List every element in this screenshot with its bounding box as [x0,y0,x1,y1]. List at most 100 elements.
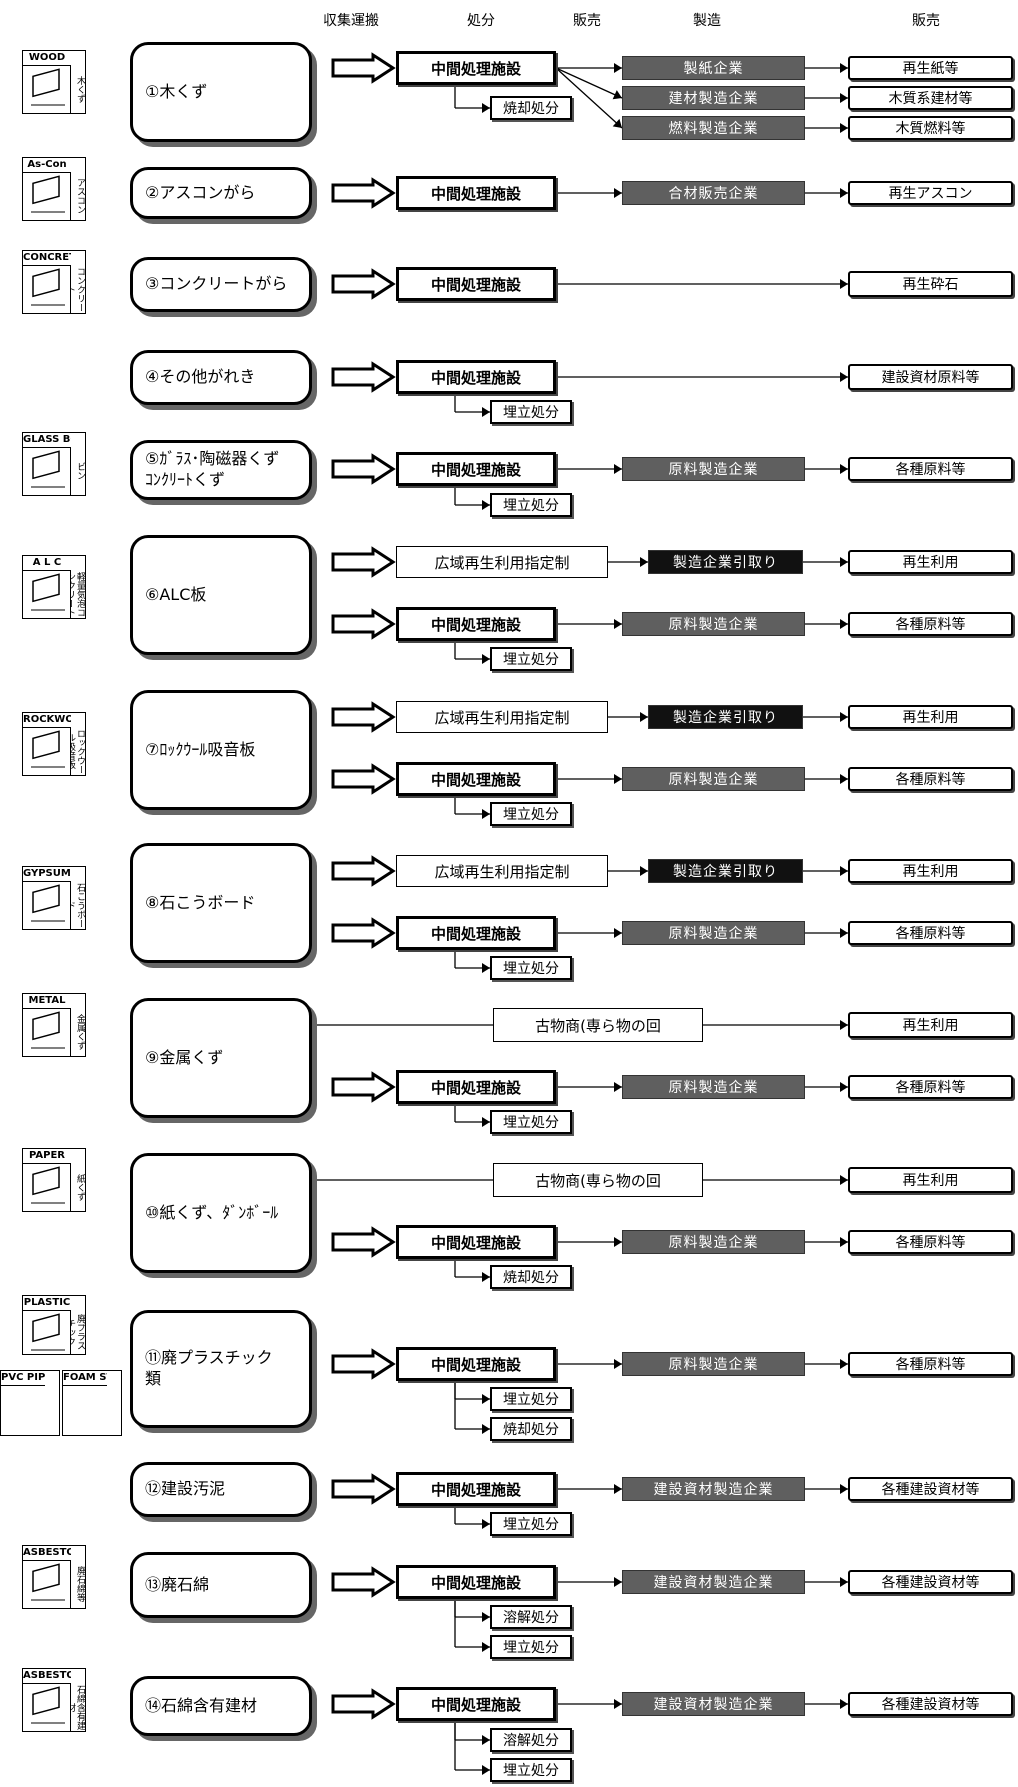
product-box: 再生アスコン [848,181,1013,205]
flow-arrow [331,268,396,300]
product-box: 各種建設資材等 [848,1570,1013,1594]
arrowhead [614,188,622,198]
icon-side-label: ロックウール吸音板 [70,727,85,775]
arrowhead [840,866,848,876]
waste-category-box: ⑩紙くず、ﾀﾞﾝﾎﾞｰﾙ [130,1153,312,1273]
arrowhead [482,103,490,113]
enterprise-box: 原料製造企業 [622,1230,805,1254]
waste-category-box: ⑥ALC板 [130,535,312,655]
icon-title: METAL [23,994,71,1009]
icon-title: WOOD [23,51,71,66]
flow-arrow [331,1473,396,1505]
disposal-box: 溶解処分 [490,1605,572,1629]
intermediate-facility-box: 中間処理施設 [396,176,556,210]
enterprise-box: 原料製造企業 [622,457,805,481]
arrowhead [614,1484,622,1494]
waste-category-box: ④その他がれき [130,350,312,405]
enterprise-box: 製造企業引取り [648,705,803,729]
product-box: 各種原料等 [848,921,1013,945]
product-box: 各種原料等 [848,612,1013,636]
enterprise-box: 原料製造企業 [622,1075,805,1099]
arrowhead [840,557,848,567]
arrowhead [840,1359,848,1369]
flow-arrow [331,1688,396,1720]
icon-side-label: 廃石綿等 [70,1560,85,1608]
column-header: 販売 [912,13,940,29]
arrowhead [482,500,490,510]
product-box: 再生利用 [848,1012,1013,1038]
waste-category-box: ①木くず [130,42,312,142]
icon-title: ASBESTOS [23,1546,71,1561]
arrowhead [640,712,648,722]
icon-side-label: 金属くず [70,1008,85,1056]
enterprise-box: 建設資材製造企業 [622,1570,805,1594]
arrowhead [840,1484,848,1494]
intermediate-facility-box: 中間処理施設 [396,1687,556,1721]
flow-arrow [331,52,396,84]
icon-side-label: 軽量気泡コンクリート [70,570,85,618]
product-box: 再生利用 [848,1167,1013,1193]
arrowhead [614,928,622,938]
arrowhead [840,1699,848,1709]
dealer-box: 古物商(専ら物の回 [493,1163,703,1197]
flow-arrow [331,855,396,887]
arrowhead [614,464,622,474]
arrowhead [482,1272,490,1282]
icon-title: PLASTIC [23,1296,71,1311]
intermediate-facility-box: 中間処理施設 [396,1070,556,1104]
flow-arrow [331,701,396,733]
enterprise-box: 原料製造企業 [622,1352,805,1376]
disposal-box: 溶解処分 [490,1728,572,1752]
icon-title: PAPER [23,1149,71,1164]
enterprise-box: 原料製造企業 [622,921,805,945]
arrowhead [840,1175,848,1185]
icon-side-label: 紙くず [70,1163,85,1211]
arrowhead [840,774,848,784]
waste-category-box: ⑤ｶﾞﾗｽ･陶磁器くず ｺﾝｸﾘｰﾄくず [130,440,312,500]
icon-title: ASBESTOS [23,1669,71,1684]
waste-category-box: ⑨金属くず [130,998,312,1118]
arrowhead [482,407,490,417]
product-box: 各種原料等 [848,1352,1013,1376]
product-box: 再生利用 [848,550,1013,574]
column-header: 処分 [467,13,495,29]
product-box: 各種原料等 [848,767,1013,791]
flow-arrow [331,1226,396,1258]
enterprise-box: 製造企業引取り [648,550,803,574]
enterprise-box: 原料製造企業 [622,767,805,791]
arrowhead [614,1359,622,1369]
product-box: 各種建設資材等 [848,1692,1013,1716]
designated-recycling-box: 広域再生利用指定制 [396,546,608,578]
disposal-box: 埋立処分 [490,802,572,826]
flow-line [555,67,623,129]
intermediate-facility-box: 中間処理施設 [396,1472,556,1506]
arrowhead [482,1117,490,1127]
icon-title: As-Con [23,158,71,173]
disposal-box: 埋立処分 [490,647,572,671]
arrowhead [640,557,648,567]
waste-category-box: ⑧石こうボード [130,843,312,963]
gypsum-board-icon: GYPSUM BOARDS石こうボード [22,866,86,930]
flow-arrow [331,917,396,949]
foam-styrol-icon: FOAM STYROL [62,1370,122,1436]
concrete-icon: CONCRETEコンクリート [22,250,86,314]
arrowhead [840,1577,848,1587]
flow-arrow [331,763,396,795]
icon-title: PVC PIPE [1,1371,45,1386]
waste-category-box: ⑭石綿含有建材 [130,1676,312,1736]
arrowhead [482,1394,490,1404]
arrowhead [482,1642,490,1652]
designated-recycling-box: 広域再生利用指定制 [396,701,608,733]
arrowhead [482,1424,490,1434]
column-header: 販売 [573,13,601,29]
intermediate-facility-box: 中間処理施設 [396,267,556,301]
icon-side-label: コンクリート [70,265,85,313]
disposal-box: 埋立処分 [490,493,572,517]
disposal-box: 埋立処分 [490,1758,572,1782]
icon-side-label: 木くず [70,65,85,113]
